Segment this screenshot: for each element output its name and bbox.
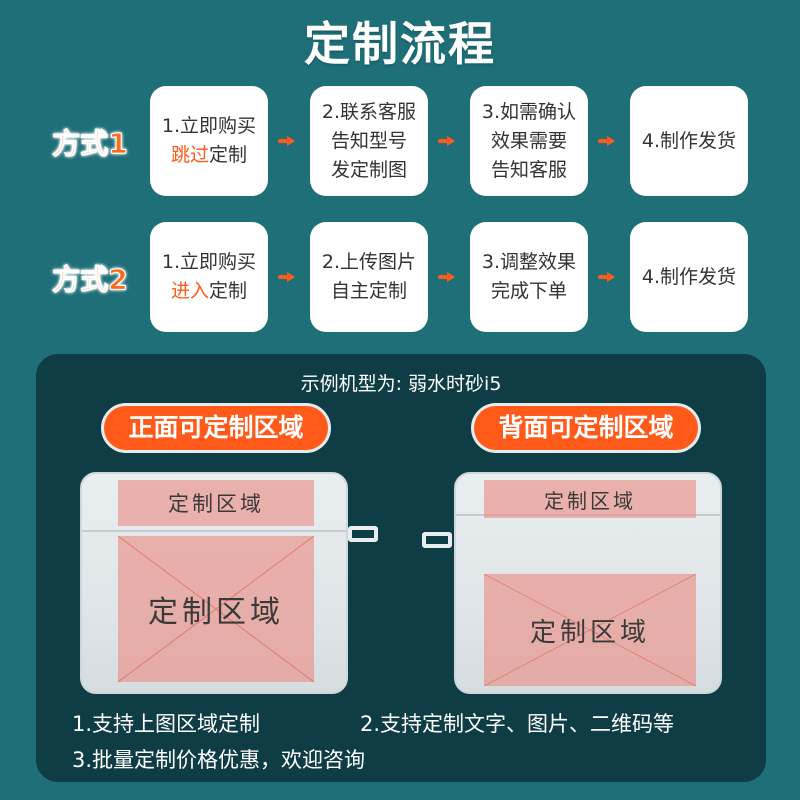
step-line: 1.立即购买 <box>161 251 257 273</box>
step-line: 3.调整效果 <box>481 251 577 273</box>
page-title: 定制流程 <box>304 17 496 71</box>
back-main-custom-zone: 定制区域 <box>484 574 696 686</box>
arrow-right-icon <box>278 272 296 282</box>
arrow-right-icon <box>278 136 296 146</box>
arrow-right-icon <box>598 136 616 146</box>
zone-label: 定制区域 <box>168 492 264 516</box>
method-2-step-1-card: 1.立即购买 进入定制 <box>150 222 268 332</box>
note-2: 2.支持定制文字、图片、二维码等 <box>360 712 675 736</box>
method-1-step-2-card: 2.联系客服 告知型号 发定制图 <box>310 86 428 196</box>
example-model-text: 示例机型为: 弱水时砂i5 <box>300 373 502 395</box>
arrow-right-icon <box>438 272 456 282</box>
zone-cross-lines <box>118 536 314 682</box>
zone-cross-lines <box>484 574 696 686</box>
front-region-badge: 正面可定制区域 <box>104 406 328 450</box>
step-line: 1.立即购买 <box>161 115 257 137</box>
step-line: 4.制作发货 <box>641 129 737 152</box>
example-panel: 示例机型为: 弱水时砂i5 正面可定制区域 背面可定制区域 定制区域 定制区域 … <box>36 354 766 782</box>
zone-label: 定制区域 <box>529 617 650 648</box>
step-line: 自主定制 <box>330 280 407 302</box>
front-top-custom-zone: 定制区域 <box>118 480 314 526</box>
arrow-right-icon <box>598 272 616 282</box>
back-case-image: 定制区域 定制区域 <box>454 472 722 694</box>
method-1-step-1-card: 1.立即购买 跳过定制 <box>150 86 268 196</box>
note-3: 3.批量定制价格优惠，欢迎咨询 <box>72 748 366 772</box>
step-line: 定制 <box>208 280 247 302</box>
step-highlight: 进入 <box>170 280 209 302</box>
zone-label: 定制区域 <box>148 595 284 630</box>
step-line: 效果需要 <box>490 129 567 152</box>
step-line: 4.制作发货 <box>641 265 737 288</box>
front-main-custom-zone: 定制区域 <box>118 536 314 682</box>
step-highlight: 跳过 <box>170 144 209 166</box>
step-line: 2.上传图片 <box>321 251 417 273</box>
case-hook-icon <box>348 526 378 542</box>
step-line: 告知客服 <box>490 158 567 181</box>
method-1-step-4-card: 4.制作发货 <box>630 86 748 196</box>
method-2-step-4-card: 4.制作发货 <box>630 222 748 332</box>
step-line: 2.联系客服 <box>321 100 417 123</box>
back-region-badge: 背面可定制区域 <box>474 406 698 450</box>
method-2-step-2-card: 2.上传图片 自主定制 <box>310 222 428 332</box>
method-1-step-3-card: 3.如需确认 效果需要 告知客服 <box>470 86 588 196</box>
step-line: 发定制图 <box>330 158 407 181</box>
case-hook-icon <box>422 532 452 548</box>
case-seam <box>82 530 346 532</box>
note-1: 1.支持上图区域定制 <box>72 712 261 736</box>
method-1-label: 方式1 <box>52 127 128 161</box>
step-line: 告知型号 <box>330 129 407 152</box>
zone-label: 定制区域 <box>544 488 636 513</box>
arrow-right-icon <box>438 136 456 146</box>
front-case-image: 定制区域 定制区域 <box>80 472 348 694</box>
method-2-label: 方式2 <box>52 263 128 297</box>
method-2-step-3-card: 3.调整效果 完成下单 <box>470 222 588 332</box>
step-line: 完成下单 <box>490 280 567 302</box>
step-line: 定制 <box>208 144 247 166</box>
back-top-custom-zone: 定制区域 <box>484 480 696 518</box>
step-line: 3.如需确认 <box>481 100 577 123</box>
